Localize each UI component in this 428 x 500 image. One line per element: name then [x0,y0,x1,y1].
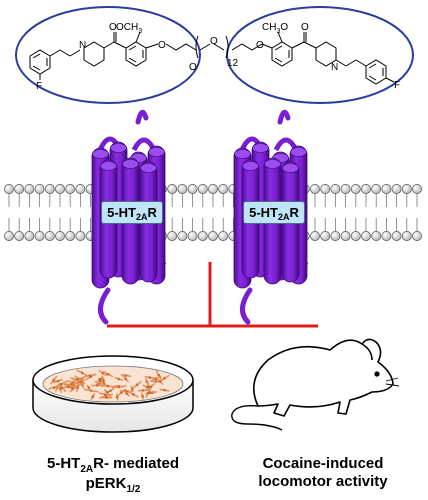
lipid-head-bottom [320,231,331,241]
lipid-head-top [208,184,218,194]
right-fluorine: F [394,80,400,91]
left-n-atom: N [79,40,86,51]
lipid-head-top [167,184,178,194]
lipid-head-top [197,184,208,194]
right-caption: Cocaine-induced locomotor activity [228,455,418,491]
lipid-head-bottom [177,231,188,241]
right-receptor-label: 5-HT2AR [243,201,305,224]
right-n-atom: N [331,62,338,73]
outcome-connector [107,262,318,328]
left-caption: 5-HT2AR- mediated pERK1/2 [18,455,208,495]
right-carbonyl-o: O [301,22,309,33]
lipid-head-top [75,184,86,194]
lipid-head-top [187,184,198,194]
bivalent-ligand-structure [15,6,414,104]
lipid-bilayer [4,184,422,241]
right-ether-o: O [256,40,264,51]
lipid-head-top [34,184,45,194]
lipid-head-bottom [330,231,341,241]
lipid-head-bottom [24,231,35,241]
lipid-head-bottom [44,231,55,241]
lipid-head-top [177,184,188,194]
right-methoxy-label: CH3O [262,22,288,35]
lipid-head-bottom [310,231,320,241]
lipid-head-top [361,184,371,194]
right-pharmacophore-ellipse [226,6,414,104]
left-fluorine: F [36,81,42,92]
lipid-head-top [330,184,341,194]
right-molecule-bonds [231,31,395,85]
repeat-bracket-open [195,35,199,59]
lipid-head-bottom [55,231,65,241]
lipid-head-top [24,184,35,194]
lipid-head-bottom [401,231,412,241]
lipid-head-top [44,184,55,194]
lipid-head-bottom [412,231,422,241]
repeat-bracket-close [225,35,229,59]
chain-repeat-o: O [210,36,218,47]
lipid-head-top [391,184,402,194]
lipid-head-top [4,184,14,194]
lipid-head-bottom [391,231,402,241]
lipid-head-bottom [75,231,86,241]
repeat-count: 12 [227,58,239,69]
lipid-head-top [320,184,331,194]
lipid-head-bottom [65,231,76,241]
left-caption-line2: pERK1/2 [85,475,141,495]
left-carbonyl-o: O [109,22,117,33]
lipid-head-bottom [187,231,198,241]
lipid-head-top [401,184,412,194]
lipid-head-top [65,184,76,194]
chain-linker-o: O [189,62,197,73]
left-pharmacophore-ellipse [15,6,201,104]
lipid-head-bottom [34,231,45,241]
lipid-head-top [412,184,422,194]
lipid-head-bottom [371,231,382,241]
left-molecule-bonds [29,31,197,80]
right-receptor [233,109,309,325]
lipid-head-bottom [350,231,361,241]
lipid-head-bottom [4,231,14,241]
lipid-head-top [310,184,320,194]
cell-culture [48,369,170,401]
lipid-head-bottom [218,231,229,241]
left-caption-line1: 5-HT2AR- mediated [47,455,179,475]
lipid-head-top [55,184,65,194]
lipid-head-top [340,184,351,194]
lipid-head-bottom [167,231,178,241]
right-caption-line1: Cocaine-induced [262,455,384,472]
left-ether-o: O [158,40,166,51]
lipid-head-bottom [197,231,208,241]
lipid-head-bottom [208,231,218,241]
left-methoxy-label: OCH3 [116,22,142,35]
lipid-head-top [371,184,382,194]
lipid-head-top [218,184,229,194]
mouse-illustration [231,338,400,431]
lipid-head-bottom [361,231,371,241]
lipid-head-top [14,184,25,194]
lipid-head-bottom [381,231,392,241]
right-caption-line2: locomotor activity [258,473,388,490]
lipid-head-top [350,184,361,194]
left-receptor-label: 5-HT2AR [101,201,163,224]
lipid-head-bottom [14,231,25,241]
petri-dish [32,355,194,433]
lipid-head-top [381,184,392,194]
lipid-head-bottom [340,231,351,241]
